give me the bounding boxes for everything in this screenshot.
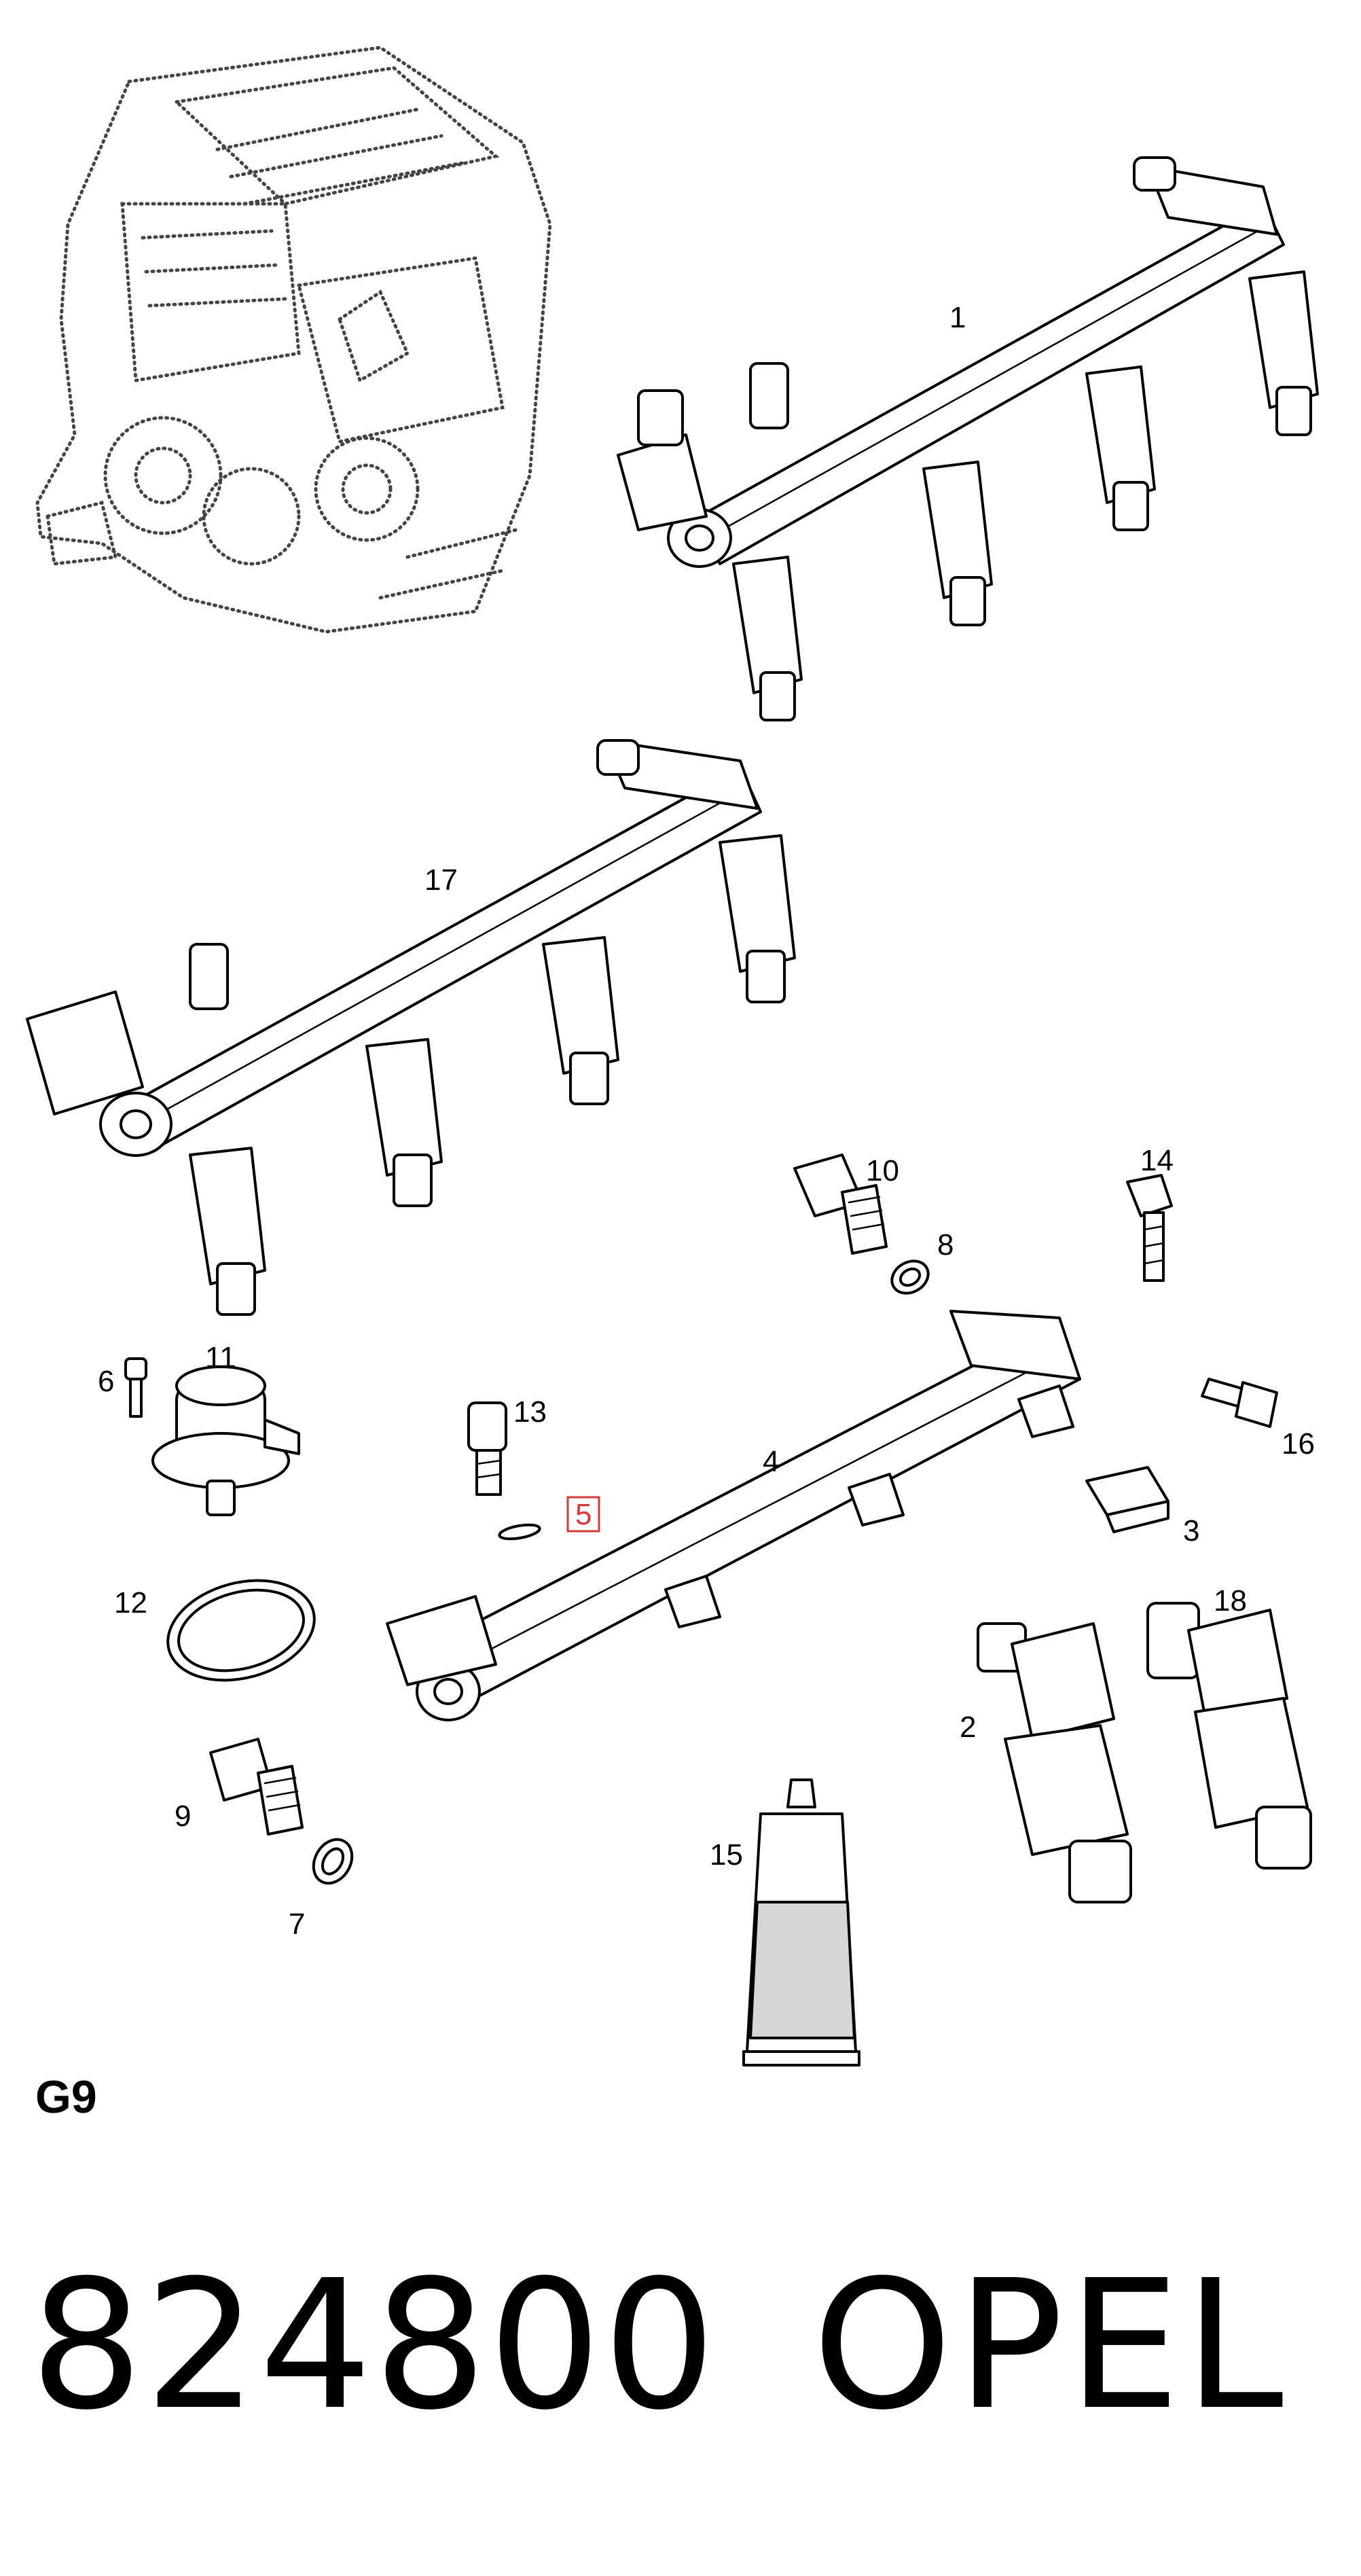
callout-11: 11 bbox=[205, 1341, 236, 1374]
pressure-regulator-11 bbox=[151, 1365, 300, 1516]
injector-2 bbox=[977, 1622, 1132, 1903]
union-fitting-10 bbox=[793, 1153, 888, 1255]
union-fitting-9 bbox=[209, 1738, 304, 1836]
callout-14: 14 bbox=[1140, 1144, 1174, 1177]
callout-8: 8 bbox=[937, 1228, 954, 1262]
callout-16: 16 bbox=[1282, 1427, 1315, 1461]
callout-7: 7 bbox=[289, 1908, 305, 1941]
fuel-rail-assembly-17 bbox=[26, 739, 796, 1316]
callout-17: 17 bbox=[424, 863, 458, 897]
screw-6 bbox=[124, 1357, 147, 1418]
callout-5-highlight-box bbox=[566, 1496, 600, 1533]
callout-18: 18 bbox=[1214, 1584, 1247, 1617]
sealing-ring-8 bbox=[890, 1259, 930, 1295]
brand-name: OPEL bbox=[812, 2242, 1288, 2449]
callout-10: 10 bbox=[866, 1154, 899, 1187]
bolt-14 bbox=[1126, 1174, 1173, 1282]
engine-illustration bbox=[35, 46, 552, 634]
callout-labels: 1 2 3 4 5 6 7 8 9 10 11 12 13 14 15 16 1… bbox=[98, 301, 1315, 1941]
sealing-ring-7 bbox=[312, 1838, 354, 1885]
part-number: 824800 bbox=[30, 2242, 718, 2449]
fuel-rail-4 bbox=[386, 1310, 1081, 1721]
callout-9: 9 bbox=[175, 1800, 191, 1833]
group-code: G9 bbox=[35, 2071, 97, 2123]
injector-18 bbox=[1146, 1602, 1312, 1870]
bolt-16 bbox=[1201, 1378, 1278, 1428]
callout-1: 1 bbox=[949, 301, 966, 334]
callout-13: 13 bbox=[513, 1395, 547, 1429]
sealing-ring-5 bbox=[498, 1523, 541, 1541]
callout-15: 15 bbox=[710, 1838, 743, 1872]
callout-5: 5 bbox=[575, 1498, 592, 1531]
sealant-tube-15 bbox=[742, 1778, 860, 2067]
callout-3: 3 bbox=[1183, 1514, 1199, 1548]
retaining-ring-12 bbox=[166, 1579, 316, 1682]
fuel-rail-assembly-1 bbox=[617, 156, 1319, 721]
callout-12: 12 bbox=[114, 1586, 147, 1620]
callout-2: 2 bbox=[960, 1711, 976, 1744]
callout-6: 6 bbox=[98, 1365, 114, 1398]
sensor-13 bbox=[467, 1401, 507, 1496]
retaining-clip-3 bbox=[1085, 1466, 1169, 1533]
callout-4: 4 bbox=[763, 1445, 779, 1478]
